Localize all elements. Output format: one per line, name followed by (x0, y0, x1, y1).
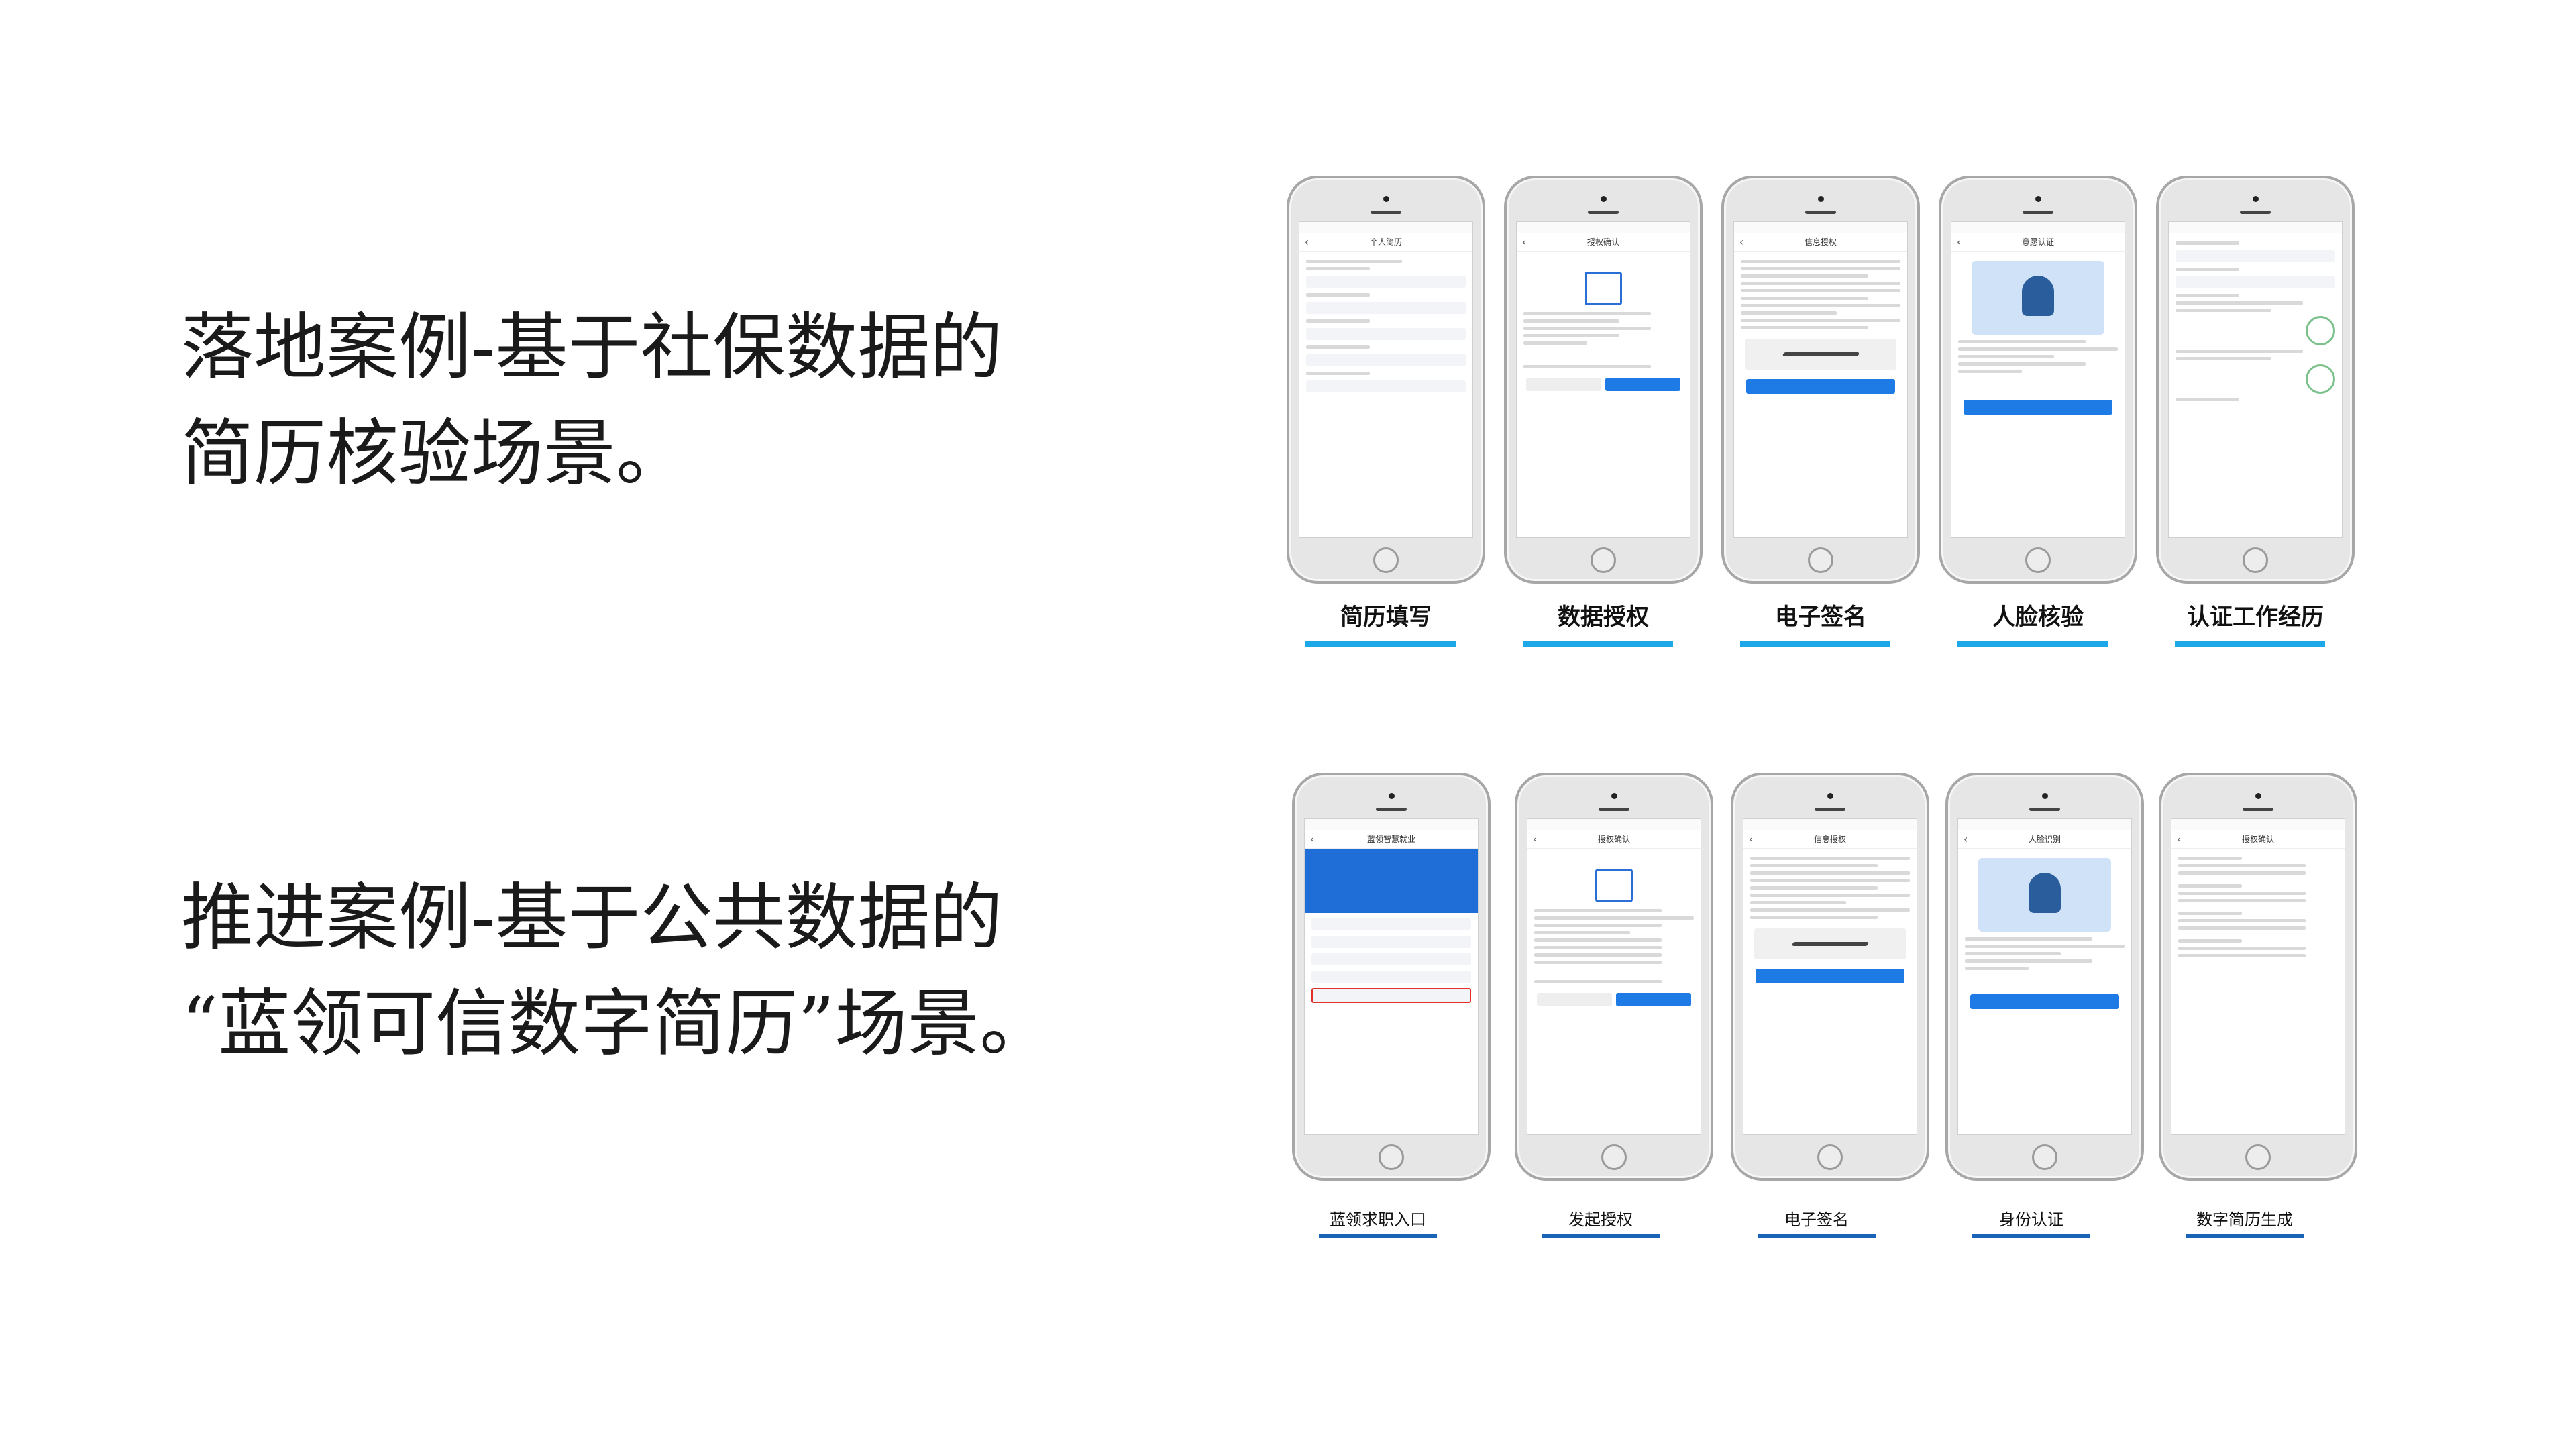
caption-esign-2: 电子签名 (1784, 1210, 1849, 1229)
caption-identity: 身份认证 (1999, 1210, 2063, 1229)
screen-title: 意愿认证 (1951, 233, 2125, 252)
home-button-icon (2245, 1144, 2271, 1170)
caption-underline (1740, 641, 1890, 647)
home-button-icon (1817, 1144, 1843, 1170)
home-button-icon (1379, 1144, 1404, 1170)
home-button-icon (2243, 547, 2268, 573)
phone-screen: 信息授权 (1743, 818, 1917, 1135)
verified-stamp-icon (2306, 316, 2335, 345)
phone-esign: 信息授权 (1721, 176, 1920, 584)
phone-work-history (2156, 176, 2355, 584)
caption-underline (1957, 641, 2108, 647)
caption-underline (2186, 1234, 2304, 1238)
caption-data-auth: 数据授权 (1558, 604, 1649, 631)
screen-title: 授权确认 (2171, 830, 2345, 849)
screen-title: 授权确认 (1517, 233, 1690, 252)
caption-underline (1758, 1234, 1876, 1238)
caption-face-verify: 人脸核验 (1992, 604, 2084, 631)
caption-start-auth: 发起授权 (1568, 1210, 1633, 1229)
phone-esign-2: 信息授权 (1731, 773, 1929, 1181)
case1-heading-line2: 简历核验场景。 (181, 412, 689, 496)
phone-face-verify: 意愿认证 (1939, 176, 2137, 584)
phone-data-auth: 授权确认 (1504, 176, 1703, 584)
face-portrait-icon (1978, 858, 2111, 932)
face-portrait-icon (1972, 261, 2104, 335)
phone-screen (2168, 221, 2343, 538)
screen-title: 蓝领智慧就业 (1305, 830, 1478, 849)
screen-title: 信息授权 (1743, 830, 1917, 849)
job-banner (1305, 849, 1478, 913)
case1-heading-line1: 落地案例-基于社保数据的 (181, 306, 1003, 390)
face-scan-icon (1585, 272, 1622, 305)
screen-title: 个人简历 (1299, 233, 1472, 252)
screen-title: 信息授权 (1734, 233, 1907, 252)
case1-heading: 落地案例-基于社保数据的 简历核验场景。 (181, 295, 1003, 507)
home-button-icon (1808, 547, 1833, 573)
case2-heading-line2: “蓝领可信数字简历”场景。 (181, 982, 1053, 1066)
phone-screen: 意愿认证 (1951, 221, 2125, 538)
phone-identity: 人脸识别 (1945, 773, 2144, 1181)
caption-underline (1972, 1234, 2090, 1238)
caption-underline (2175, 641, 2325, 647)
phone-bluecollar-entry: 蓝领智慧就业 (1292, 773, 1491, 1181)
case2-heading-line1: 推进案例-基于公共数据的 (181, 876, 1003, 960)
home-button-icon (1373, 547, 1399, 573)
verified-stamp-icon (2306, 364, 2335, 394)
camera-icon (1383, 196, 1389, 202)
caption-digital-resume: 数字简历生成 (2196, 1210, 2293, 1229)
caption-work-history: 认证工作经历 (2187, 604, 2324, 631)
home-button-icon (2025, 547, 2051, 573)
screen-title: 授权确认 (1527, 830, 1701, 849)
caption-underline (1523, 641, 1673, 647)
signature-icon (1754, 928, 1906, 959)
caption-underline (1542, 1234, 1660, 1238)
phone-screen: 授权确认 (1527, 818, 1701, 1135)
screen-title: 人脸识别 (1958, 830, 2131, 849)
phone-start-auth: 授权确认 (1515, 773, 1713, 1181)
speaker-icon (1371, 211, 1401, 214)
home-button-icon (1601, 1144, 1627, 1170)
phone-digital-resume: 授权确认 (2159, 773, 2357, 1181)
caption-bluecollar-entry: 蓝领求职入口 (1330, 1210, 1426, 1229)
caption-underline (1319, 1234, 1437, 1238)
phone-screen: 信息授权 (1733, 221, 1908, 538)
caption-esign: 电子签名 (1775, 604, 1866, 631)
home-button-icon (2032, 1144, 2057, 1170)
phone-screen: 个人简历 (1299, 221, 1473, 538)
phone-screen: 授权确认 (1516, 221, 1690, 538)
case2-heading: 推进案例-基于公共数据的 “蓝领可信数字简历”场景。 (181, 865, 1052, 1077)
face-scan-icon (1595, 869, 1633, 902)
phone-resume-fill: 个人简历 (1287, 176, 1485, 584)
phone-screen: 授权确认 (2171, 818, 2345, 1135)
signature-icon (1745, 339, 1896, 370)
caption-resume-fill: 简历填写 (1340, 604, 1432, 631)
home-button-icon (1591, 547, 1616, 573)
phone-screen: 蓝领智慧就业 (1304, 818, 1479, 1135)
caption-underline (1305, 641, 1456, 647)
phone-screen: 人脸识别 (1957, 818, 2132, 1135)
